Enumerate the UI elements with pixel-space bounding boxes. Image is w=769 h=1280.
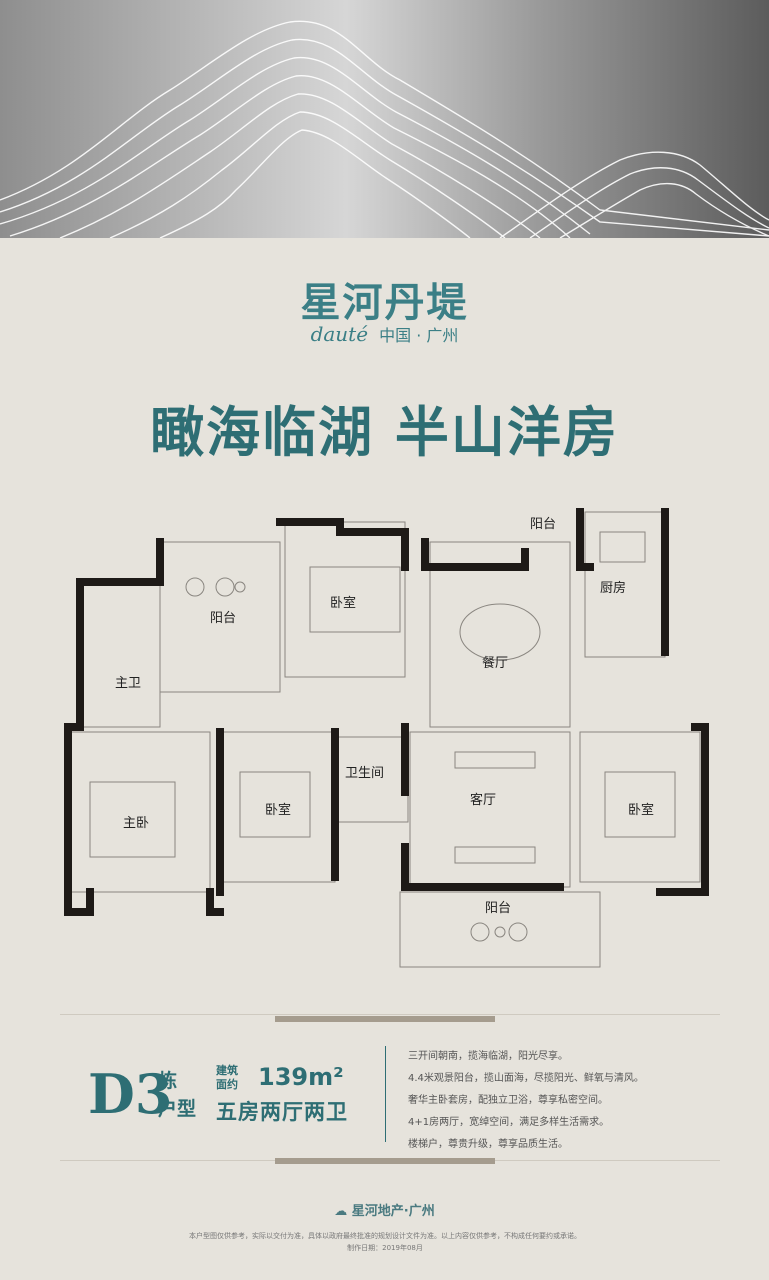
area-label-1: 建筑 xyxy=(216,1064,238,1077)
feature-item: 三开间朝南，揽海临湖，阳光尽享。 xyxy=(408,1051,568,1062)
living-area xyxy=(409,731,571,888)
room-label-bathroom: 卫生间 xyxy=(345,766,384,781)
room-label-master-bath: 主卫 xyxy=(115,676,141,691)
divider-line-top xyxy=(60,1014,720,1015)
bedroom-right-area xyxy=(579,731,701,883)
floor-plan: 阳台 卧室 餐厅 厨房 阳台 主卫 主卧 卧室 卫生间 客厅 卧室 阳台 xyxy=(64,508,709,968)
mountain-lines-graphic xyxy=(0,20,769,238)
room-label-living: 客厅 xyxy=(470,792,496,808)
disclaimer-text: 本户型图仅供参考，实际以交付为准，具体以政府最终批准的规划设计文件为准。以上内容… xyxy=(189,1232,581,1240)
hero-mountain-banner xyxy=(0,0,769,238)
unit-layout: 五房两厅两卫 xyxy=(216,1100,348,1124)
room-label-kitchen: 厨房 xyxy=(600,580,626,596)
area-label-2: 面约 xyxy=(216,1078,238,1091)
brand-location: 中国 · 广州 xyxy=(379,326,459,345)
master-bath-area xyxy=(79,581,161,728)
balcony-bottom-area xyxy=(399,891,601,968)
feature-list: 三开间朝南，揽海临湖，阳光尽享。 4.4米观景阳台，揽山面海，尽揽阳光、鲜氧与清… xyxy=(408,1046,708,1156)
unit-area: 139m² xyxy=(258,1063,344,1091)
room-label-balcony-top: 阳台 xyxy=(210,611,236,626)
vertical-divider xyxy=(385,1046,386,1142)
room-label-bedroom-top: 卧室 xyxy=(330,595,356,611)
slogan: 瞰海临湖 半山洋房 xyxy=(150,400,619,464)
disclaimer: 本户型图仅供参考，实际以交付为准，具体以政府最终批准的规划设计文件为准。以上内容… xyxy=(40,1230,730,1254)
unit-building: 栋 xyxy=(158,1070,178,1092)
disclaimer-date: 制作日期：2019年08月 xyxy=(347,1244,423,1252)
brand-name-cn: 星河丹堤 xyxy=(300,280,469,326)
separator-bar-bottom xyxy=(275,1158,495,1164)
feature-item: 楼梯户，尊贵升级，尊享品质生活。 xyxy=(408,1139,568,1150)
footer-logo-text: 星河地产·广州 xyxy=(351,1204,435,1219)
room-label-balcony-bottom: 阳台 xyxy=(485,901,511,916)
brand-name-en: dauté xyxy=(310,322,369,346)
separator-bar-top xyxy=(275,1016,495,1022)
brand-tagline: dauté 中国 · 广州 xyxy=(0,322,769,346)
unit-code: D3 xyxy=(88,1062,173,1126)
bedroom-top-area xyxy=(284,521,406,678)
feature-item: 4+1房两厅，宽绰空间，满足多样生活需求。 xyxy=(408,1117,610,1128)
room-label-bedroom-mid: 卧室 xyxy=(265,802,291,818)
feature-item: 4.4米观景阳台，揽山面海，尽揽阳光、鲜氧与清风。 xyxy=(408,1073,644,1084)
room-label-dining: 餐厅 xyxy=(482,655,508,671)
feature-item: 奢华主卧套房，配独立卫浴，尊享私密空间。 xyxy=(408,1095,608,1106)
room-label-kitchen-balcony: 阳台 xyxy=(530,517,556,532)
dining-area xyxy=(429,541,571,728)
unit-type-label: 户型 xyxy=(158,1098,197,1120)
room-label-bedroom-right: 卧室 xyxy=(628,802,654,818)
footer-logo: ☁ 星河地产·广州 xyxy=(0,1200,769,1219)
cloud-logo-icon: ☁ xyxy=(334,1204,348,1219)
master-bedroom-area xyxy=(69,731,211,893)
room-label-master-bedroom: 主卧 xyxy=(123,816,149,831)
